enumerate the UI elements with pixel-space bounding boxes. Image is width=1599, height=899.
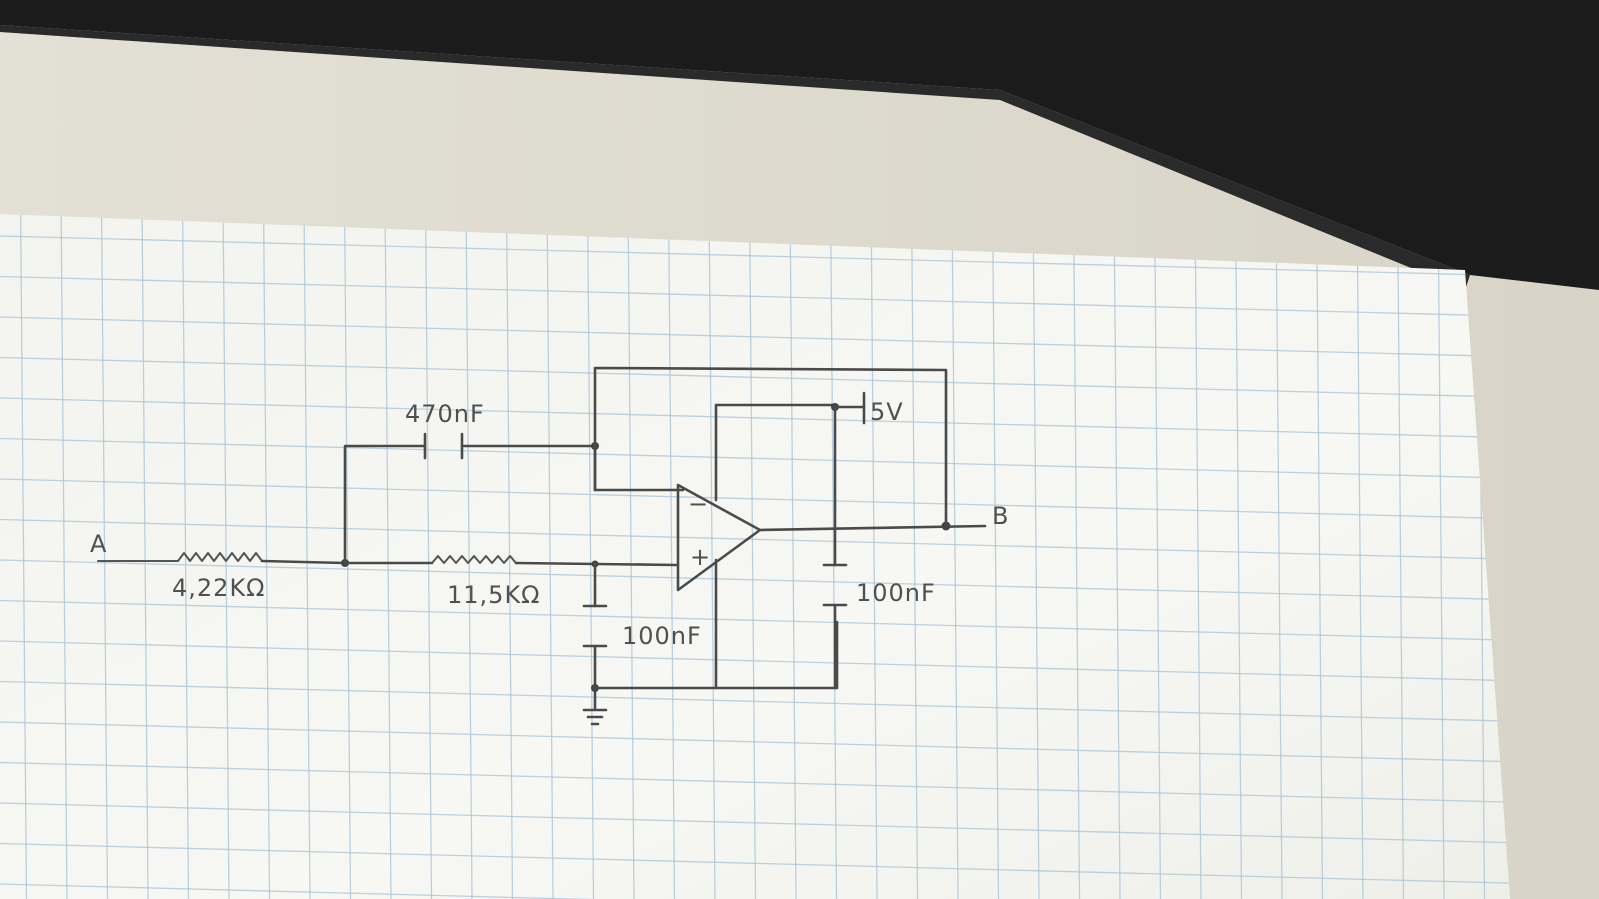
input-node-label: A bbox=[90, 530, 107, 558]
grid-line-horizontal bbox=[0, 397, 1510, 441]
grid-line-horizontal bbox=[0, 437, 1510, 482]
series-resistor-label: 11,5KΩ bbox=[447, 581, 541, 609]
grid-line-vertical bbox=[303, 214, 311, 899]
grid-line-vertical bbox=[384, 214, 392, 899]
grid-line-vertical bbox=[910, 214, 919, 899]
wire-feedback-left bbox=[343, 444, 427, 565]
grid-line-vertical bbox=[829, 214, 838, 899]
grid-line-horizontal bbox=[0, 721, 1510, 765]
grid-line-horizontal bbox=[0, 599, 1510, 644]
grid-line-horizontal bbox=[0, 680, 1510, 725]
series-resistor-symbol bbox=[431, 555, 517, 564]
dark-object bbox=[0, 0, 1599, 290]
grid-line-vertical bbox=[789, 214, 797, 899]
grid-line-vertical bbox=[100, 214, 109, 899]
grid-line-vertical bbox=[1194, 214, 1202, 899]
grid-line-vertical bbox=[424, 214, 433, 899]
grid-line-vertical bbox=[1275, 214, 1283, 899]
grid-line-horizontal bbox=[0, 478, 1510, 522]
circuit-schematic: A 4,22KΩ 470nF 11,5KΩ 100nF bbox=[90, 366, 1009, 726]
input-resistor-label: 4,22KΩ bbox=[172, 574, 266, 602]
supply-voltage-label: 5V bbox=[870, 398, 904, 426]
grid-line-vertical bbox=[222, 214, 230, 899]
decoupling-capacitor-label: 100nF bbox=[856, 579, 936, 607]
grid-line-vertical bbox=[586, 214, 595, 899]
grid-line-vertical bbox=[465, 214, 473, 899]
grid-line-horizontal bbox=[0, 883, 1510, 899]
grid-line-vertical bbox=[181, 214, 190, 899]
grid-line-vertical bbox=[1113, 214, 1121, 899]
output-node-label: B bbox=[992, 502, 1009, 530]
feedback-capacitor-label: 470nF bbox=[405, 400, 485, 428]
graph-paper bbox=[0, 214, 1510, 899]
grid-line-vertical bbox=[546, 214, 554, 899]
grid-line-vertical bbox=[991, 214, 1000, 899]
grid-line-vertical bbox=[141, 214, 149, 899]
wire-r1-to-junction bbox=[260, 559, 347, 565]
grid-line-vertical bbox=[343, 214, 352, 899]
grid-line-vertical bbox=[870, 214, 878, 899]
grid-line-vertical bbox=[1396, 214, 1405, 899]
grid-line-vertical bbox=[262, 214, 271, 899]
grid-line-vertical bbox=[1032, 214, 1040, 899]
feedback-loop-wire bbox=[593, 366, 948, 528]
grid-line-vertical bbox=[951, 214, 959, 899]
grid-line-horizontal bbox=[0, 316, 1510, 360]
grid-line-vertical bbox=[708, 214, 716, 899]
shunt-capacitor-label: 100nF bbox=[622, 622, 702, 650]
ground-icon bbox=[582, 708, 608, 726]
grid-line-vertical bbox=[1234, 214, 1243, 899]
opamp-symbol bbox=[676, 483, 762, 592]
grid-line-horizontal bbox=[0, 842, 1510, 887]
grid-line-horizontal bbox=[0, 235, 1510, 279]
output-junction bbox=[941, 521, 951, 531]
grid-line-horizontal bbox=[0, 356, 1510, 401]
grid-line-horizontal bbox=[0, 275, 1510, 320]
input-resistor-symbol bbox=[177, 552, 263, 562]
grid-line-horizontal bbox=[0, 518, 1510, 563]
opamp-noninverting-label: + bbox=[690, 543, 711, 571]
supply-wire bbox=[714, 403, 837, 502]
grid-line-vertical bbox=[1072, 214, 1081, 899]
grid-line-horizontal bbox=[0, 640, 1510, 684]
grid-line-horizontal bbox=[0, 559, 1510, 603]
grid-line-vertical bbox=[1315, 214, 1324, 899]
opamp-inverting-label: − bbox=[688, 490, 709, 518]
grid-line-vertical bbox=[505, 214, 514, 899]
grid-line-vertical bbox=[19, 214, 28, 899]
grid-line-vertical bbox=[627, 214, 635, 899]
wire-minus-feedback bbox=[593, 444, 685, 492]
grid-line-vertical bbox=[1356, 214, 1364, 899]
grid-line-vertical bbox=[1437, 214, 1445, 899]
grid-line-horizontal bbox=[0, 761, 1510, 806]
grid-line-horizontal bbox=[0, 802, 1510, 846]
grid-line-vertical bbox=[60, 214, 68, 899]
grid-line-vertical bbox=[667, 214, 676, 899]
ground-rail bbox=[593, 620, 839, 690]
dark-object-edge bbox=[0, 25, 1470, 290]
